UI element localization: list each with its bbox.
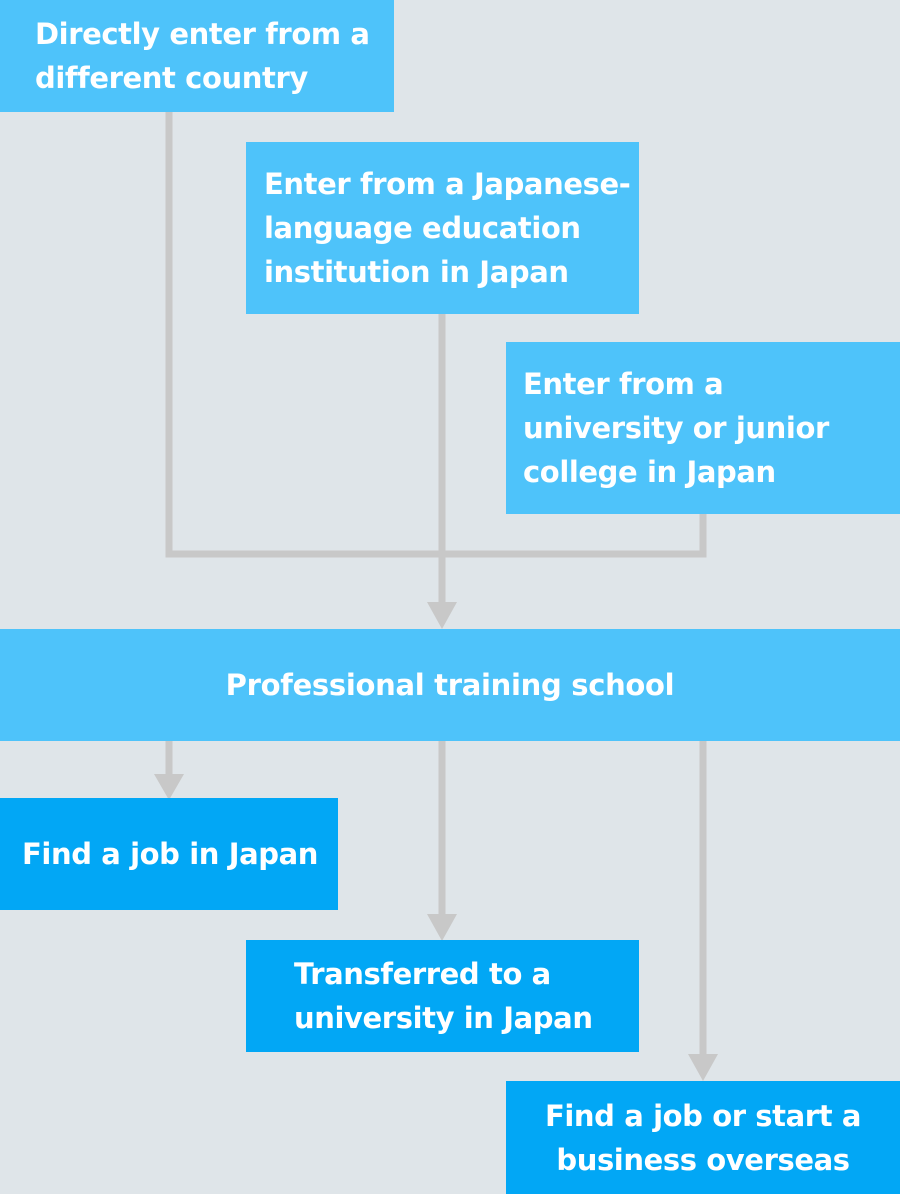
outcome-transfer-university: Transferred to a university in Japan bbox=[246, 940, 639, 1052]
outcome-job-japan-label: Find a job in Japan bbox=[22, 837, 319, 871]
outcome-job-in-japan: Find a job in Japan bbox=[0, 798, 338, 910]
entry-direct-label: Directly enter from a different country bbox=[35, 17, 370, 95]
entry-japanese-label: Enter from a Japanese-language education… bbox=[264, 167, 631, 289]
outcome-overseas-label: Find a job or start a business overseas bbox=[544, 1098, 862, 1177]
training-school-label: Professional training school bbox=[225, 668, 675, 702]
entry-university-junior-college: Enter from a university or junior colleg… bbox=[506, 342, 900, 514]
entry-japanese-language-institution: Enter from a Japanese-language education… bbox=[246, 142, 639, 314]
entry-direct-from-abroad: Directly enter from a different country bbox=[0, 0, 394, 112]
arrowhead-to-overseas bbox=[688, 1054, 718, 1081]
professional-training-school: Professional training school bbox=[0, 629, 900, 741]
outcome-transfer-label: Transferred to a university in Japan bbox=[294, 957, 593, 1035]
arrowhead-to-job-japan bbox=[154, 774, 184, 800]
entry-university-label: Enter from a university or junior colleg… bbox=[523, 367, 829, 489]
arrowhead-to-training bbox=[427, 602, 457, 629]
outcome-overseas: Find a job or start a business overseas bbox=[506, 1081, 900, 1194]
arrowhead-to-transfer bbox=[427, 914, 457, 941]
